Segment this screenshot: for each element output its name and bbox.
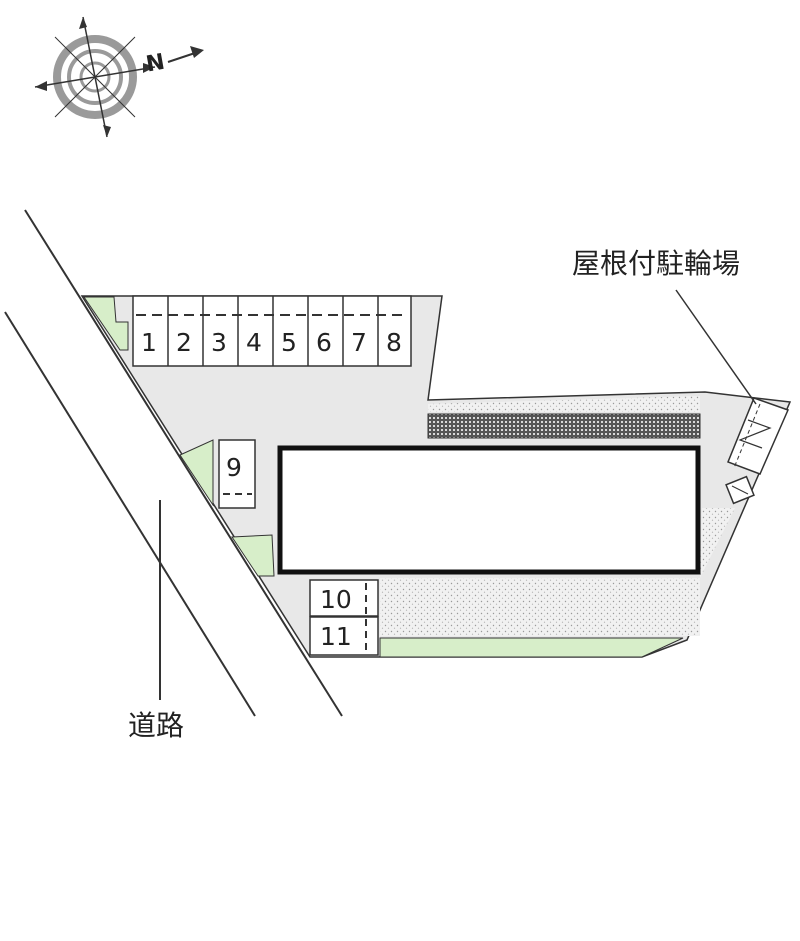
parking-space-1: 1 — [141, 328, 157, 357]
gravel-right-area — [700, 508, 735, 578]
parking-space-7: 7 — [351, 328, 367, 357]
gravel-top-strip — [428, 396, 700, 412]
parking-space-5: 5 — [281, 328, 297, 357]
parking-space-11: 11 — [320, 622, 352, 651]
greenery-bottom-strip — [379, 637, 684, 658]
parking-space-6: 6 — [316, 328, 332, 357]
compass-north-label: N — [144, 50, 166, 78]
bicycle-parking-area — [727, 397, 790, 475]
parking-space-9-box — [218, 439, 256, 509]
bicycle-parking-label: 屋根付駐輪場 — [572, 247, 740, 280]
parking-row-top — [132, 295, 412, 367]
parking-space-10: 10 — [320, 585, 352, 614]
north-arrow-head — [190, 46, 204, 58]
greenery-left-mid — [179, 439, 214, 507]
building — [277, 445, 701, 575]
road-edge-outer — [4, 311, 256, 717]
parking-space-9: 9 — [226, 453, 242, 482]
parking-space-4: 4 — [246, 328, 262, 357]
compass-rose-icon — [34, 16, 156, 138]
road-edge-inner — [24, 209, 343, 717]
gravel-bottom-area — [380, 578, 700, 636]
parking-space-8: 8 — [386, 328, 402, 357]
parking-space-2: 2 — [176, 328, 192, 357]
road-label: 道路 — [128, 709, 184, 742]
greenery-top-left — [83, 296, 129, 351]
parking-space-3: 3 — [211, 328, 227, 357]
greenery-left-bottom — [231, 534, 275, 577]
bicycle-parking-leader — [675, 289, 757, 405]
drainage-grid-strip — [427, 413, 701, 439]
